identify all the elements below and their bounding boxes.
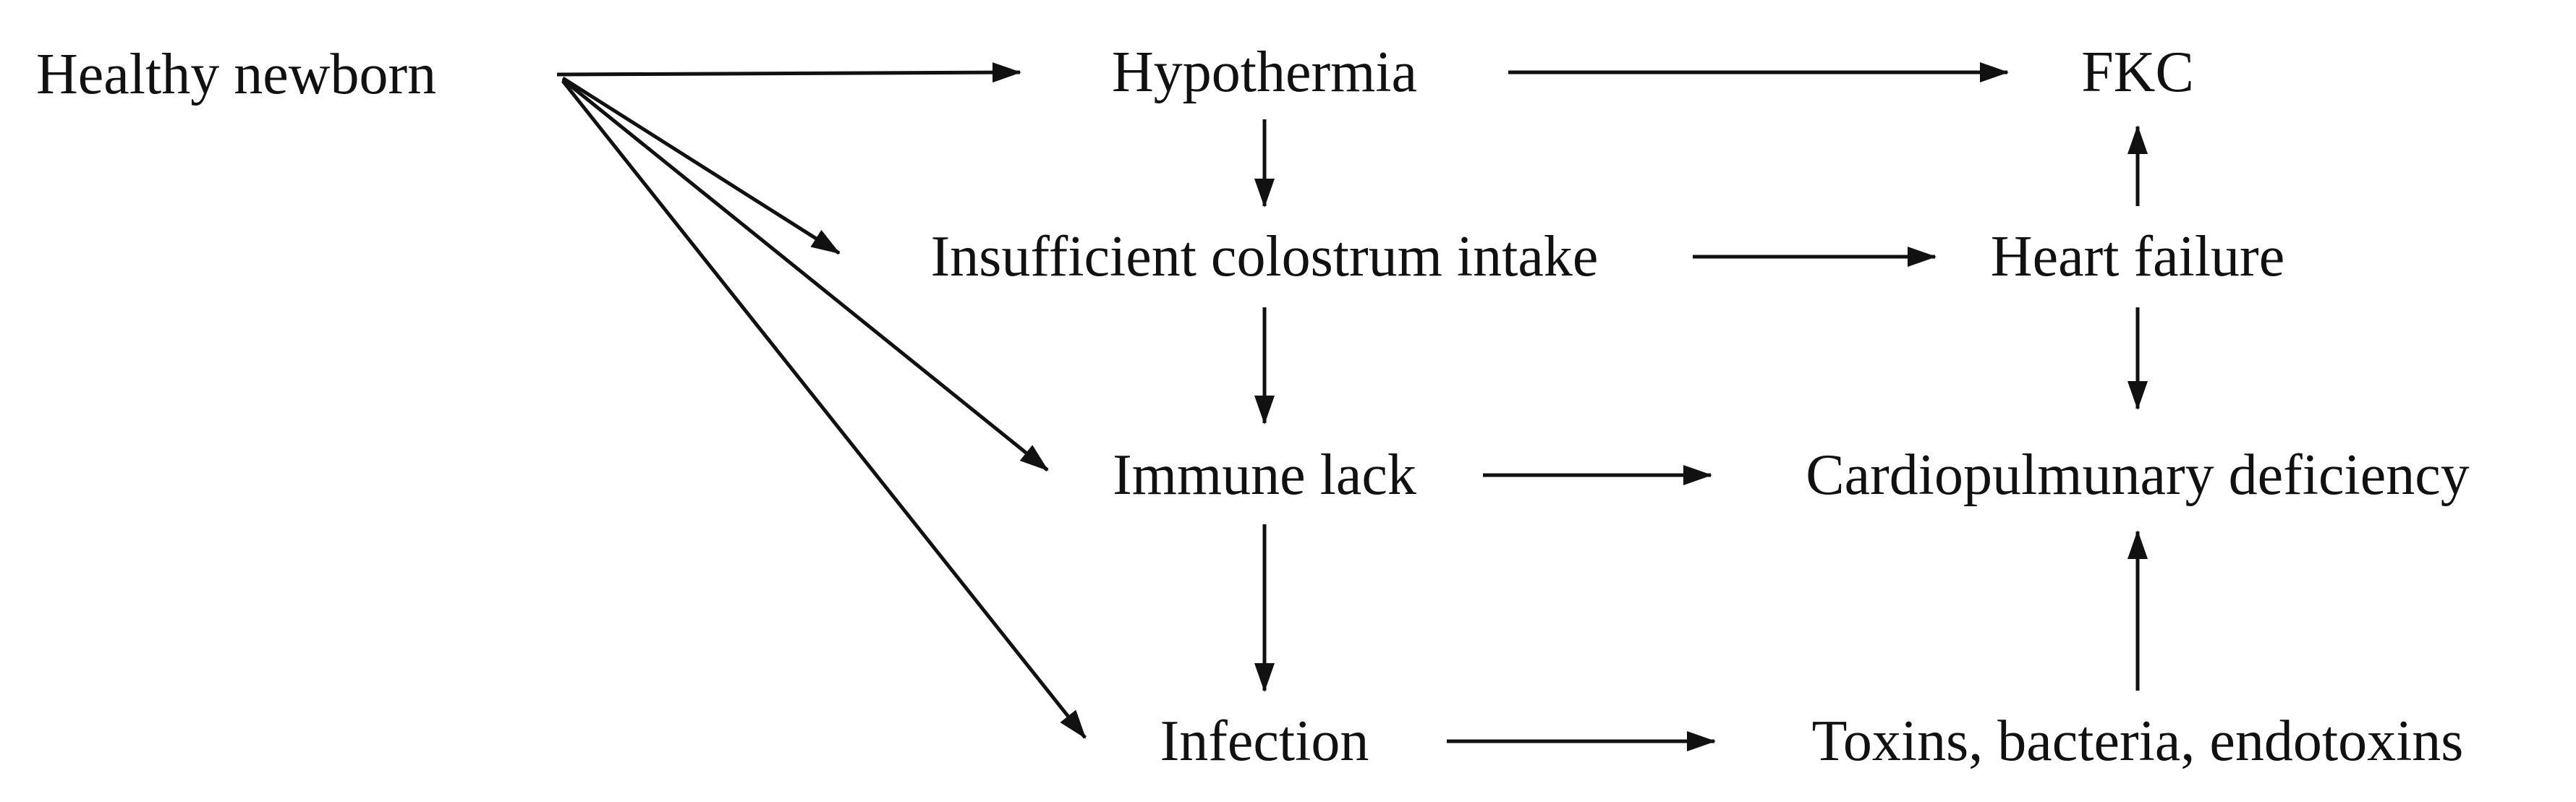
node-heart-failure: Heart failure [1991,225,2284,289]
edge-healthy-newborn-to-infection [561,80,1087,739]
node-hypothermia: Hypothermia [1112,40,1417,104]
edge-healthy-newborn-to-hypothermia [556,62,1021,83]
node-toxins-bacteria-endotoxins: Toxins, bacteria, endotoxins [1812,709,2464,773]
node-immune-lack: Immune lack [1113,443,1416,507]
node-healthy-newborn: Healthy newborn [36,43,436,106]
node-cardiopulmonary-deficiency: Cardiopulmunary deficiency [1806,443,2469,507]
node-insufficient-colostrum-intake: Insufficient colostrum intake [931,225,1599,289]
node-fkc: FKC [2081,40,2194,104]
nodes-group: Healthy newborn Hypothermia FKC Insuffic… [36,40,2470,773]
edge-healthy-newborn-to-immune-lack [561,78,1049,472]
edge-healthy-newborn-to-insufficient-colostrum [561,76,841,255]
edges-group [556,62,2148,751]
node-infection: Infection [1160,709,1369,773]
